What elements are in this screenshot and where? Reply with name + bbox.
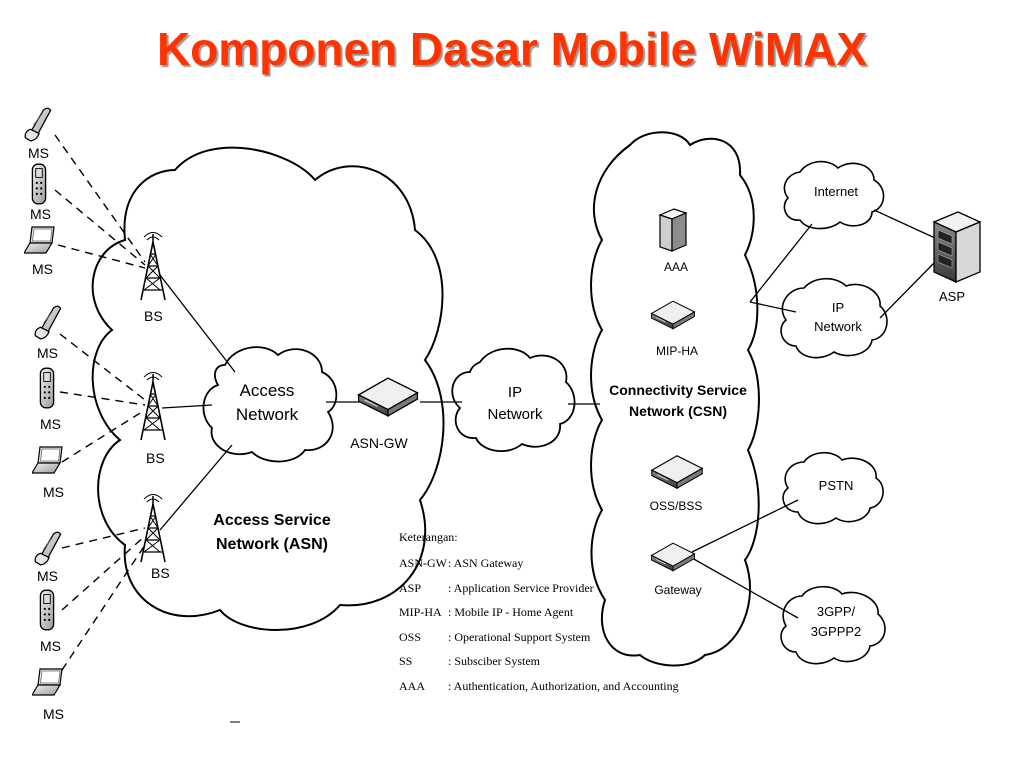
legend-desc: : ASN Gateway <box>448 556 523 570</box>
csn-cloud-label-2: Network (CSN) <box>629 403 727 419</box>
aaa-server-icon <box>659 208 687 252</box>
legend-desc: : Authentication, Authorization, and Acc… <box>448 679 679 693</box>
pstn-label: PSTN <box>819 478 854 493</box>
asn-cloud-label-2: Network (ASN) <box>216 536 328 553</box>
ip-network-right-label-2: Network <box>814 319 862 334</box>
legend-heading: Keterangan: <box>399 530 458 544</box>
ms-laptop-icon <box>24 226 55 254</box>
legend-desc: : Subsciber System <box>448 654 541 668</box>
ms-handset-icon <box>31 163 47 205</box>
asp-rack-icon <box>933 211 981 283</box>
ms-label: MS <box>43 706 64 722</box>
ms-label: MS <box>40 416 61 432</box>
ip-network-right-cloud <box>780 277 888 359</box>
ip-network-right-label-1: IP <box>832 300 844 315</box>
bs-label: BS <box>144 308 163 324</box>
internet-cloud <box>783 160 885 230</box>
access-network-cloud <box>202 346 338 463</box>
threegpp-cloud <box>780 585 886 665</box>
ms-label: MS <box>28 145 49 161</box>
gateway-label: Gateway <box>654 583 701 597</box>
csn-cloud-label-1: Connectivity Service <box>609 382 747 398</box>
ms-label: MS <box>30 206 51 222</box>
threegpp-label-2: 3GPPP2 <box>811 624 862 639</box>
page-title: Komponen Dasar Mobile WiMAX <box>156 23 868 75</box>
asp-label: ASP <box>939 289 965 304</box>
bs-label: BS <box>151 565 170 581</box>
ms-handset-icon <box>39 589 55 631</box>
asn-gw-label: ASN-GW <box>350 435 408 451</box>
legend-desc: : Operational Support System <box>448 630 591 644</box>
csn-cloud <box>590 131 760 667</box>
internet-label: Internet <box>814 184 858 199</box>
legend-abbr: OSS <box>399 630 421 644</box>
legend-abbr: ASN-GW <box>399 556 448 570</box>
asn-cloud-label-1: Access Service <box>213 512 331 529</box>
legend-abbr: AAA <box>399 679 425 693</box>
pstn-cloud <box>782 451 884 525</box>
threegpp-label-1: 3GPP/ <box>817 604 856 619</box>
ms-phone-icon <box>34 305 62 340</box>
ms-bs-links <box>54 134 146 671</box>
legend-desc: : Application Service Provider <box>448 581 594 595</box>
ms-handset-icon <box>39 367 55 409</box>
bs-label: BS <box>146 450 165 466</box>
ms-laptop-icon <box>32 446 63 474</box>
network-links <box>159 209 936 619</box>
ms-label: MS <box>43 484 64 500</box>
ms-laptop-icon <box>32 668 63 696</box>
legend-abbr: ASP <box>399 581 421 595</box>
access-network-label-1: Access <box>240 381 295 400</box>
ms-label: MS <box>40 638 61 654</box>
legend-abbr: SS <box>399 654 412 668</box>
ip-network-label-1: IP <box>508 384 522 401</box>
ms-label: MS <box>37 568 58 584</box>
ip-network-label-2: Network <box>487 406 543 423</box>
oss-bss-label: OSS/BSS <box>650 499 703 513</box>
legend-abbr: MIP-HA <box>399 605 442 619</box>
legend-desc: : Mobile IP - Home Agent <box>448 605 574 619</box>
access-network-label-2: Network <box>236 405 299 424</box>
ms-phone-icon <box>34 531 62 566</box>
ms-label: MS <box>32 261 53 277</box>
aaa-label: AAA <box>664 260 688 274</box>
ms-label: MS <box>37 345 58 361</box>
legend: Keterangan: ASN-GW : ASN Gateway ASP : A… <box>399 530 679 693</box>
ms-phone-icon <box>24 107 52 142</box>
mip-ha-label: MIP-HA <box>656 344 698 358</box>
ip-network-cloud <box>451 347 576 452</box>
